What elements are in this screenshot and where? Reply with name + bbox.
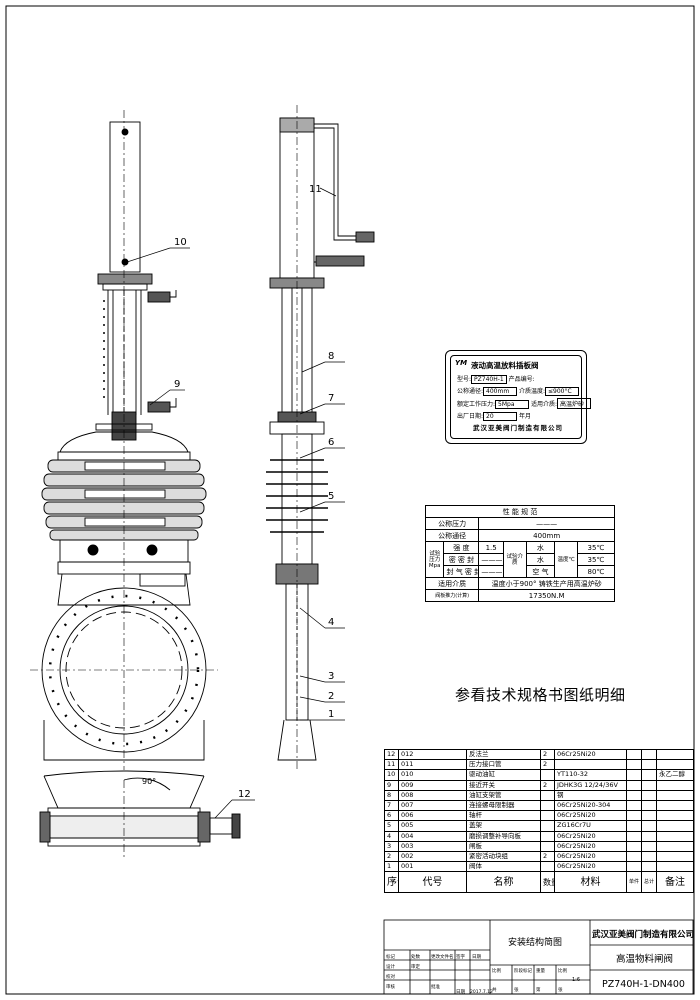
svg-text:张: 张 xyxy=(558,986,563,993)
svg-text:比例: 比例 xyxy=(492,967,501,974)
nameplate-logo: YM xyxy=(455,359,468,367)
svg-text:校对: 校对 xyxy=(386,973,395,980)
front-view xyxy=(30,110,218,770)
nameplate-company: 武汉亚美阀门制造有限公司 xyxy=(473,424,563,432)
svg-text:日期: 日期 xyxy=(456,989,465,995)
callout-9: 9 xyxy=(174,379,180,390)
svg-text:处数: 处数 xyxy=(411,953,420,960)
svg-text:共: 共 xyxy=(492,986,497,993)
svg-text:批准: 批准 xyxy=(431,983,440,990)
svg-text:重量: 重量 xyxy=(536,967,545,974)
callout-2: 2 xyxy=(328,691,334,702)
company-name: 武汉亚美阀门制造有限公司 xyxy=(592,929,694,940)
nameplate: YM 液动高温放料插板阀 型号:PZ740H-1 产品编号: 公称通径:400m… xyxy=(445,350,591,444)
svg-text:比例: 比例 xyxy=(558,967,567,974)
callout-11: 11 xyxy=(309,184,322,195)
scale-value: 1:6 xyxy=(572,977,580,983)
product-name: 高温物料闸阀 xyxy=(616,953,673,965)
svg-text:签字: 签字 xyxy=(456,953,465,960)
callout-7: 7 xyxy=(328,393,334,404)
svg-text:第: 第 xyxy=(536,986,541,993)
callout-8: 8 xyxy=(328,351,334,362)
drawing-title: 安装结构简图 xyxy=(508,936,562,948)
nameplate-row: 型号:PZ740H-1 产品编号: xyxy=(457,375,535,384)
side-view xyxy=(266,105,375,770)
drawing-number: PZ740H-1-DN400 xyxy=(602,979,685,990)
title-block-text: 安装结构简图 武汉亚美阀门制造有限公司 高温物料闸阀 PZ740H-1-DN40… xyxy=(508,929,694,990)
plan-view xyxy=(39,770,241,860)
callout-1: 1 xyxy=(328,709,334,720)
callouts: 10 9 11 8 7 6 5 4 3 2 1 12 90° xyxy=(142,184,334,800)
angle-label: 90° xyxy=(142,777,156,786)
cylinder-column xyxy=(109,121,141,273)
nameplate-row: 出厂日期:20 年月 xyxy=(457,412,531,421)
title-block-labels: 标记 处数 更改文件名 签字 日期 设计 审定 校对 审核 批准 比例 阶段标记… xyxy=(386,953,567,995)
callout-4: 4 xyxy=(328,617,334,628)
title-block-frame xyxy=(383,919,694,995)
callout-6: 6 xyxy=(328,437,334,448)
svg-text:2017.7.12: 2017.7.12 xyxy=(470,989,493,995)
svg-text:更改文件名: 更改文件名 xyxy=(431,953,454,960)
nameplate-row: 额定工作压力:5Mpa 适用介质:高温炉砂 xyxy=(457,398,591,409)
svg-text:标记: 标记 xyxy=(386,953,395,960)
parts-header: 序号 代号 名称 数量 材料 单件 总计 备注 xyxy=(384,871,694,894)
callout-10: 10 xyxy=(174,237,187,248)
nameplate-row: 公称通径:400mm 介质温度:≤900°C xyxy=(457,386,579,396)
svg-text:审核: 审核 xyxy=(386,983,395,990)
svg-text:设计: 设计 xyxy=(386,963,395,970)
callout-12: 12 xyxy=(238,789,251,800)
svg-text:日期: 日期 xyxy=(472,954,481,960)
callout-3: 3 xyxy=(328,671,334,682)
leader-lines xyxy=(126,187,345,819)
nameplate-title: 液动高温放料插板阀 xyxy=(471,361,539,370)
callout-5: 5 xyxy=(328,491,334,502)
svg-text:阶段标记: 阶段标记 xyxy=(514,967,532,974)
reference-note: 参看技术规格书图纸明细 xyxy=(455,686,626,704)
sheet-border xyxy=(5,5,695,995)
performance-title: 性 能 规 范 xyxy=(425,505,615,518)
svg-text:审定: 审定 xyxy=(411,963,420,970)
svg-text:张: 张 xyxy=(514,986,519,993)
